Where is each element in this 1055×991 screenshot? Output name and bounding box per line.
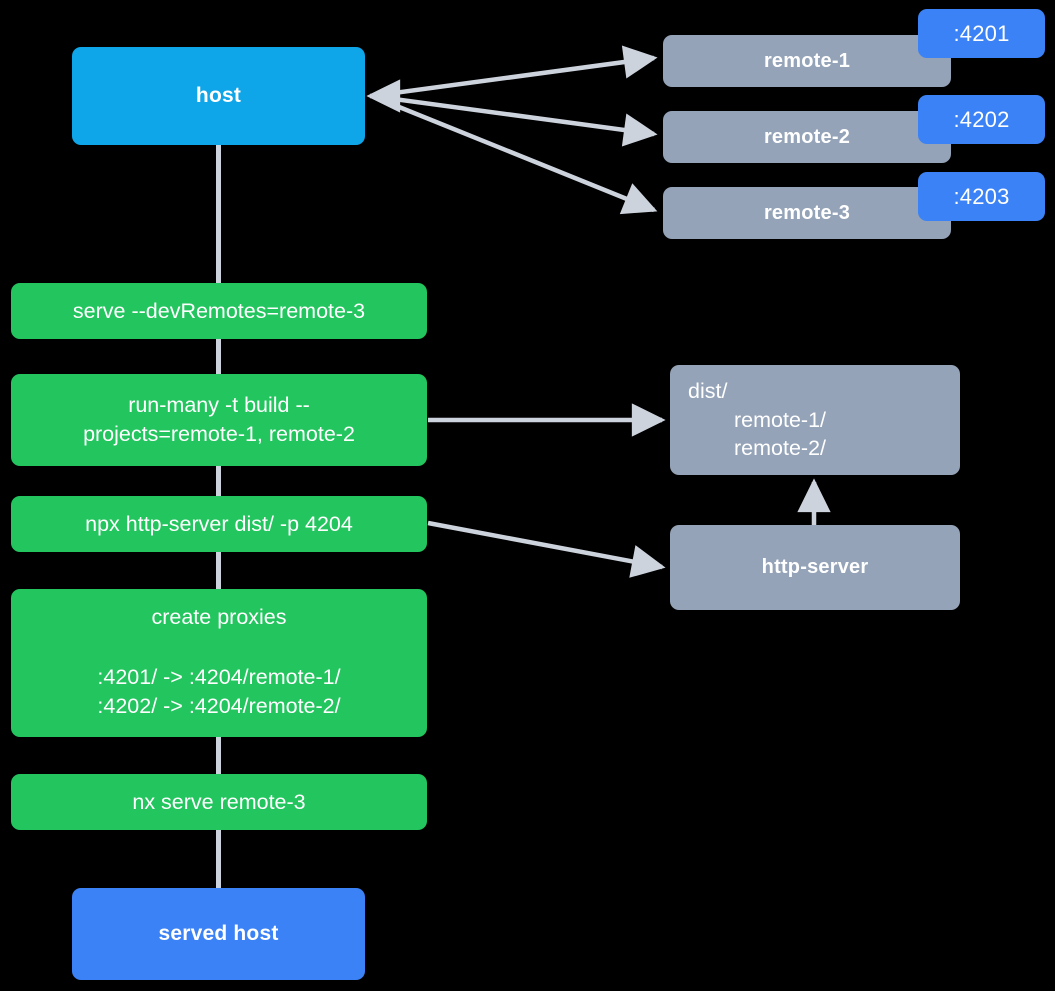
node-command-npx-http-server-label: npx http-server dist/ -p 4204	[85, 511, 353, 536]
node-command-run-many[interactable]: run-many -t build -- projects=remote-1, …	[11, 374, 427, 466]
node-http-server-label: http-server	[761, 556, 869, 579]
node-command-nx-serve-remote-3[interactable]: nx serve remote-3	[11, 774, 427, 830]
node-remote-3-label: remote-3	[763, 201, 851, 224]
edge-host-to-remote-2	[371, 93, 658, 147]
node-remote-2[interactable]: remote-2	[663, 111, 951, 163]
node-artifact-dist-line-3: remote-2/	[734, 436, 827, 461]
port-badge-remote-1: :4201	[918, 9, 1045, 58]
node-artifact-dist-line-1: dist/	[688, 378, 728, 403]
node-command-serve-label: serve --devRemotes=remote-3	[72, 298, 366, 323]
edge-host-to-remote-3	[371, 93, 658, 215]
node-command-create-proxies-proxy-2: :4202/ -> :4204/remote-2/	[97, 694, 341, 719]
node-command-create-proxies-title: create proxies	[151, 605, 287, 629]
node-served-host[interactable]: served host	[72, 888, 365, 980]
port-badge-remote-2: :4202	[918, 95, 1045, 144]
node-remote-1-label: remote-1	[763, 49, 851, 72]
edge-host-to-remote-1	[371, 45, 658, 99]
node-host-label: host	[195, 83, 242, 107]
port-badge-remote-3-label: :4203	[953, 183, 1010, 209]
node-command-create-proxies[interactable]: create proxies :4201/ -> :4204/remote-1/…	[11, 589, 427, 737]
node-host[interactable]: host	[72, 47, 365, 145]
node-command-serve[interactable]: serve --devRemotes=remote-3	[11, 283, 427, 339]
node-http-server[interactable]: http-server	[670, 525, 960, 610]
node-command-create-proxies-proxy-1: :4201/ -> :4204/remote-1/	[97, 664, 341, 689]
edge-npx-to-httpserver	[427, 520, 666, 578]
node-artifact-dist[interactable]: dist/ remote-1/ remote-2/	[670, 365, 960, 475]
node-remote-3[interactable]: remote-3	[663, 187, 951, 239]
node-command-run-many-line1: run-many -t build --	[128, 393, 310, 418]
node-remote-2-label: remote-2	[763, 125, 851, 148]
node-command-nx-serve-remote-3-label: nx serve remote-3	[132, 789, 306, 814]
port-badge-remote-2-label: :4202	[953, 106, 1010, 132]
node-command-run-many-line2: projects=remote-1, remote-2	[83, 422, 355, 446]
node-command-npx-http-server[interactable]: npx http-server dist/ -p 4204	[11, 496, 427, 552]
node-artifact-dist-line-2: remote-1/	[734, 407, 827, 432]
port-badge-remote-3: :4203	[918, 172, 1045, 221]
node-served-host-label: served host	[158, 921, 279, 945]
port-badge-remote-1-label: :4201	[953, 20, 1010, 46]
node-remote-1[interactable]: remote-1	[663, 35, 951, 87]
